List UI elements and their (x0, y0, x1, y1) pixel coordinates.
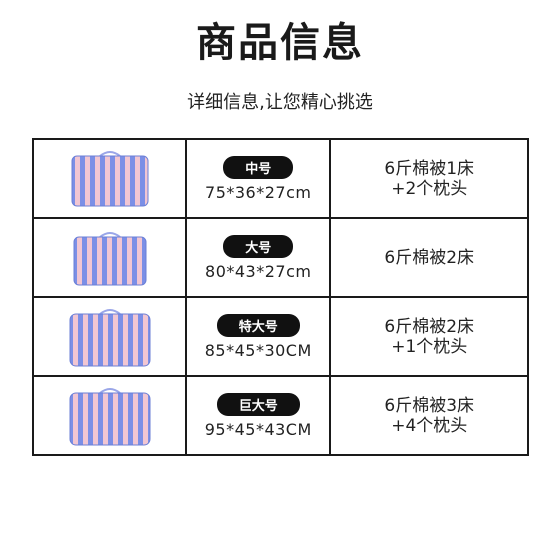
size-badge: 大号 (223, 234, 294, 258)
table-row: 巨大号 95*45*43CM 6斤棉被3床 +4个枕头 (31, 375, 529, 456)
page-title: 商品信息 (196, 20, 364, 66)
size-badge: 中号 (223, 155, 294, 179)
capacity-cell: 6斤棉被2床 +1个枕头 (329, 296, 529, 377)
capacity-line1: 6斤棉被2床 (384, 316, 475, 337)
table-row: 中号 75*36*27cm 6斤棉被1床 +2个枕头 (31, 138, 529, 219)
table-row: 大号 80*43*27cm 6斤棉被2床 (31, 217, 529, 298)
size-badge: 巨大号 (216, 392, 300, 416)
product-image-cell (31, 217, 188, 298)
size-cell: 中号 75*36*27cm (185, 138, 332, 219)
capacity-cell: 6斤棉被2床 (329, 217, 529, 298)
capacity-line1: 6斤棉被1床 (384, 158, 475, 179)
storage-bag-image (73, 231, 146, 285)
capacity-line1: 6斤棉被3床 (384, 395, 475, 416)
spec-table: 中号 75*36*27cm 6斤棉被1床 +2个枕头 大号 80*43*27cm… (31, 138, 529, 456)
dimensions-text: 95*45*43CM (204, 419, 312, 439)
product-image-cell (31, 296, 188, 377)
size-cell: 特大号 85*45*30CM (185, 296, 332, 377)
dimensions-text: 75*36*27cm (205, 182, 312, 202)
storage-bag-image (69, 308, 150, 366)
capacity-line1: 6斤棉被2床 (384, 247, 475, 268)
capacity-cell: 6斤棉被3床 +4个枕头 (329, 375, 529, 456)
page-subtitle: 详细信息,让您精心挑选 (187, 92, 373, 113)
storage-bag-image (71, 150, 148, 206)
size-badge: 特大号 (216, 313, 300, 337)
capacity-line2: +1个枕头 (391, 336, 468, 357)
capacity-line2: +4个枕头 (391, 415, 468, 436)
dimensions-text: 80*43*27cm (205, 261, 312, 281)
size-cell: 大号 80*43*27cm (185, 217, 332, 298)
capacity-line2: +2个枕头 (391, 178, 468, 199)
product-image-cell (31, 138, 188, 219)
storage-bag-image (69, 387, 150, 445)
size-cell: 巨大号 95*45*43CM (185, 375, 332, 456)
table-row: 特大号 85*45*30CM 6斤棉被2床 +1个枕头 (31, 296, 529, 377)
dimensions-text: 85*45*30CM (204, 340, 312, 360)
product-image-cell (31, 375, 188, 456)
capacity-cell: 6斤棉被1床 +2个枕头 (329, 138, 529, 219)
